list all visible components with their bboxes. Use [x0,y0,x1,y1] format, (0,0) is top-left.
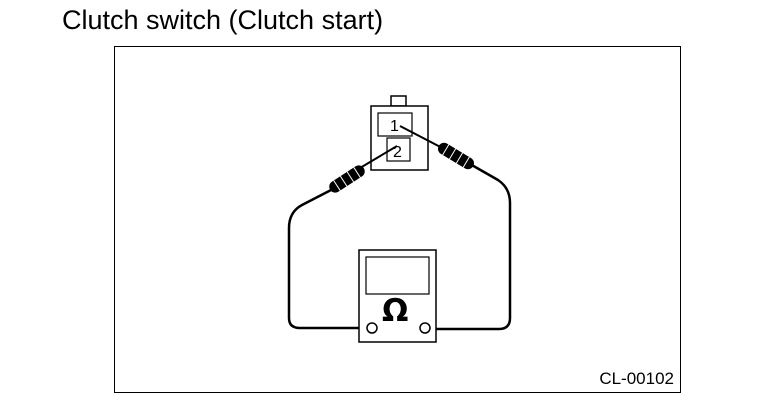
diagram-frame: CL-00102 [114,46,681,393]
pin-2-label: 2 [393,144,402,161]
clutch-switch-connector-icon [370,95,429,171]
figure-code: CL-00102 [599,369,674,388]
left-test-lead [287,145,398,330]
page-title: Clutch switch (Clutch start) [62,5,384,35]
right-test-lead [399,125,512,331]
pin-1-label: 1 [390,118,399,135]
ohmmeter-icon [358,249,437,343]
ohm-symbol: Ω [382,293,409,329]
